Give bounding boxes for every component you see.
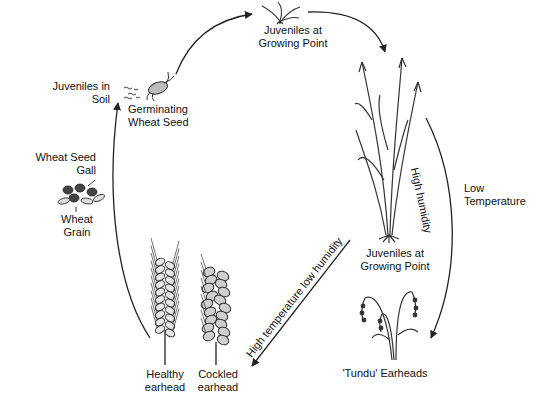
juveniles-in-soil [124, 87, 132, 89]
seedling [277, 21, 283, 24]
tundu-earheads [360, 311, 364, 315]
juveniles-in-soil [124, 87, 140, 99]
growth-stage-label: Juveniles at Growing Point [250, 24, 336, 49]
tundu-earheads [361, 304, 365, 308]
seedling [262, 6, 280, 21]
seedling [278, 2, 282, 21]
cockled-earhead [201, 278, 206, 293]
stage-label: Wheat Seed Gall [30, 151, 96, 176]
gall-and-grain [92, 193, 105, 203]
infected-plant [355, 103, 372, 120]
tundu-earheads [378, 319, 382, 323]
gall-and-grain [63, 186, 73, 194]
tundu-earheads [379, 326, 383, 330]
healthy-earhead [164, 330, 165, 365]
cockled-earhead [202, 329, 217, 342]
tundu-earheads [362, 298, 365, 322]
stage-label: Cockled earhead [192, 368, 244, 393]
tundu-earheads [396, 292, 412, 360]
infected-plant [356, 130, 386, 235]
infected-plant [379, 235, 399, 243]
gall-and-grain [57, 197, 70, 206]
leader-lines [76, 207, 77, 212]
germinating-seed [147, 72, 174, 101]
condition-label: High humidity [408, 166, 434, 234]
juveniles-in-soil [124, 97, 132, 99]
cockled-earhead [201, 254, 206, 269]
cockled-earhead [201, 310, 206, 325]
tundu-earheads [372, 329, 418, 340]
infected-plant [379, 95, 388, 150]
tundu-earheads [412, 292, 416, 316]
gall-and-grain [75, 184, 85, 192]
cycle-arrows [113, 103, 150, 338]
leader-lines [88, 180, 95, 186]
stage-label: 'Tundu' Earheads [330, 367, 440, 380]
infected-plant [359, 58, 421, 92]
cockled-earhead [201, 302, 206, 317]
cockled-earhead [201, 270, 206, 285]
cockled-earhead [216, 333, 231, 346]
tundu-earheads [414, 306, 418, 310]
gall-and-grain [81, 197, 94, 205]
infected-plant [362, 62, 388, 235]
healthy-earhead [173, 309, 179, 331]
condition-label: Low Temperature [464, 182, 532, 207]
healthy-earhead [151, 306, 157, 328]
cycle-arrows [252, 240, 350, 366]
stage-label: Wheat Grain [56, 213, 98, 238]
tundu-earheads [382, 314, 394, 360]
condition-label: High temperature low humidity [243, 235, 344, 360]
seedling [262, 2, 300, 24]
cycle-arrows [113, 12, 452, 366]
gall-and-grain [69, 194, 79, 202]
stage-label: Germinating Wheat Seed [128, 103, 202, 128]
stage-label: Juveniles in Soil [44, 80, 110, 105]
gall-and-grain [87, 188, 97, 196]
tundu-earheads [362, 318, 366, 322]
cockled-earhead [201, 286, 206, 301]
cockled-earhead [201, 318, 206, 333]
growth-stage-label: Juveniles at Growing Point [352, 247, 438, 272]
infected-plant [394, 120, 408, 170]
cycle-arrows [176, 14, 252, 74]
germinating-seed [147, 72, 174, 101]
tundu-earheads [365, 297, 392, 360]
tundu-earheads [413, 313, 417, 317]
healthy-earhead [164, 328, 176, 339]
infected-plant [392, 82, 418, 235]
gall-and-grain [57, 184, 105, 205]
juveniles-in-soil [136, 97, 140, 98]
stage-label: Healthy earhead [140, 368, 190, 393]
tundu-earheads [413, 298, 417, 302]
infected-plant [355, 58, 421, 243]
cockled-earhead [201, 262, 206, 277]
seedling [281, 17, 299, 21]
juveniles-in-soil [128, 93, 136, 95]
cockled-earhead [201, 294, 206, 309]
healthy-earhead [151, 238, 179, 365]
tundu-earheads [360, 292, 418, 360]
infected-plant [358, 158, 384, 181]
seedling [281, 7, 300, 21]
cockled-earhead [200, 254, 233, 365]
juveniles-in-soil [134, 89, 138, 90]
healthy-earhead [154, 324, 166, 335]
cockled-earhead [215, 342, 216, 365]
